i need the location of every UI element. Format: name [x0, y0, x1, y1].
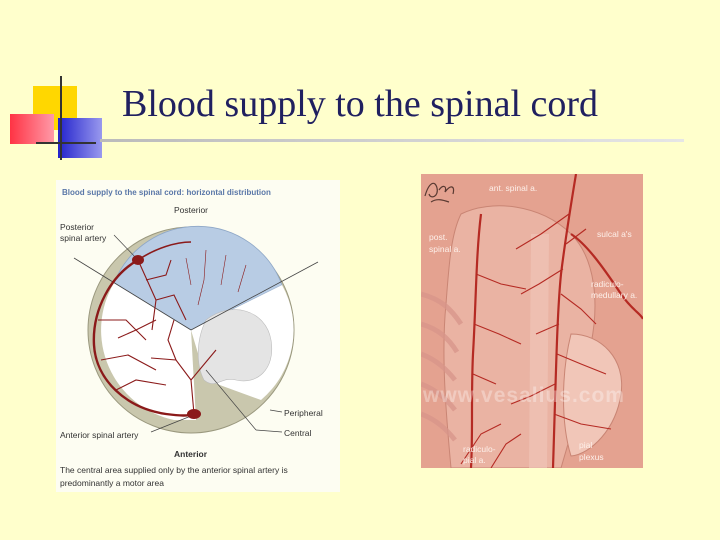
- label-anterior: Anterior: [174, 449, 208, 459]
- figure-heading: Blood supply to the spinal cord: horizon…: [62, 188, 271, 197]
- watermark: www.vesalius.com: [423, 384, 625, 407]
- figure-caption-line-2: predominantly a motor area: [60, 478, 164, 488]
- spinal-cord-illustration: www.vesalius.com ant. spinal a. post. sp…: [421, 174, 643, 468]
- label-posterior-spinal-artery-2: spinal artery: [60, 233, 107, 243]
- title-decoration: [0, 0, 110, 170]
- decoration-horizontal-line: [36, 142, 96, 144]
- label-peripheral: Peripheral: [284, 408, 323, 418]
- slide-title: Blood supply to the spinal cord: [122, 83, 599, 125]
- label-anterior-spinal-artery: Anterior spinal artery: [60, 430, 139, 440]
- cross-section-figure: Blood supply to the spinal cord: horizon…: [56, 180, 340, 492]
- decoration-vertical-line: [60, 76, 62, 160]
- cross-section-diagram: [73, 225, 319, 434]
- label-post-spinal-2: spinal a.: [429, 244, 461, 254]
- label-pial-plexus-2: plexus: [579, 452, 604, 462]
- label-post-spinal-1: post.: [429, 232, 448, 242]
- label-radiculomedullary-1: radiculo-: [591, 279, 624, 289]
- label-radiculopial-1: radiculo-: [463, 444, 496, 454]
- blue-square: [58, 118, 102, 158]
- label-pial-plexus-1: pial: [579, 440, 593, 450]
- label-posterior-spinal-artery-1: Posterior: [60, 222, 95, 232]
- label-ant-spinal-a: ant. spinal a.: [489, 183, 538, 193]
- signature: [424, 182, 455, 203]
- title-underline: [100, 139, 684, 142]
- label-central: Central: [284, 428, 312, 438]
- red-square: [10, 114, 54, 144]
- label-radiculomedullary-2: medullary a.: [591, 290, 638, 300]
- figure-caption-line-1: The central area supplied only by the an…: [60, 465, 288, 475]
- illustration-drawing: [421, 174, 643, 468]
- label-sulcal: sulcal a's: [597, 229, 632, 239]
- label-radiculopial-2: pial a.: [463, 455, 486, 465]
- label-posterior: Posterior: [174, 205, 209, 215]
